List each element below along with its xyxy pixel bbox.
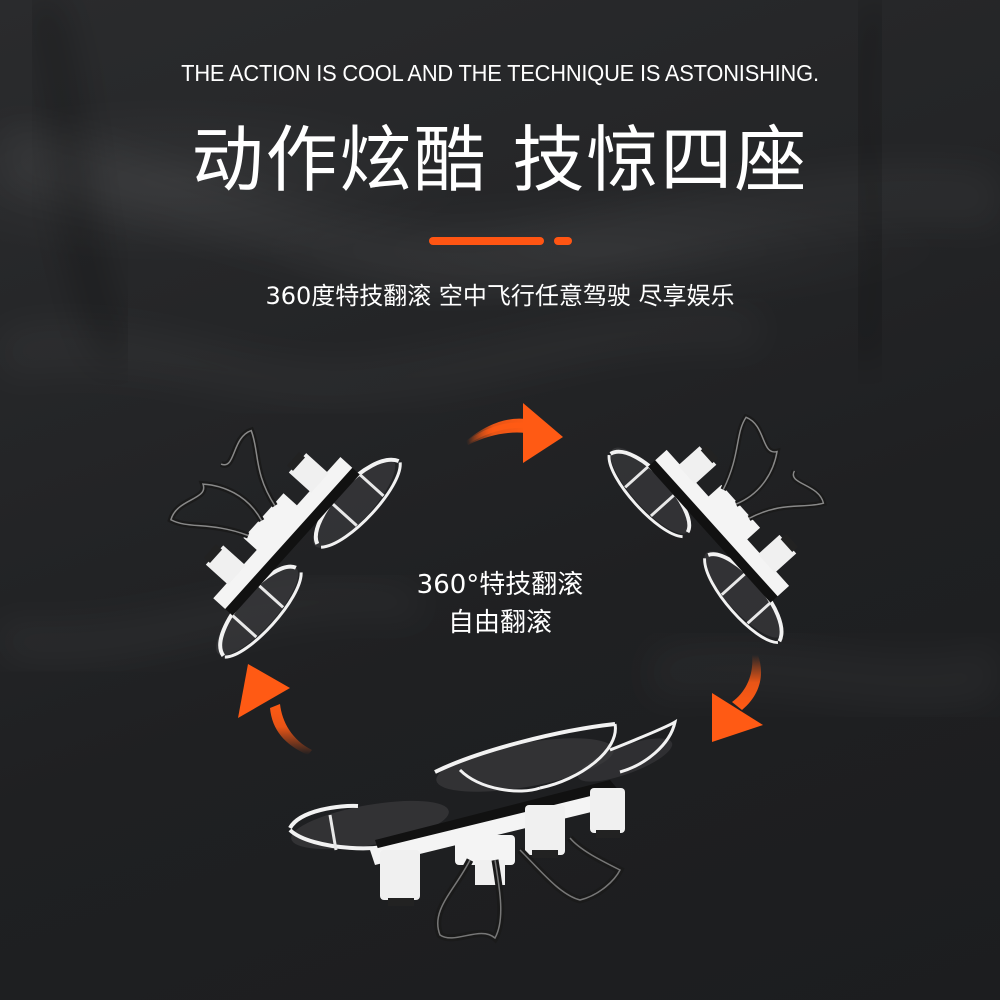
accent-divider-short	[554, 237, 572, 245]
drone-image-top-left	[167, 426, 402, 659]
page-subtitle: 360度特技翻滚 空中飞行任意驾驶 尽享娱乐	[265, 282, 735, 310]
drone-image-bottom	[288, 718, 678, 944]
center-caption-line2: 自由翻滚	[447, 608, 552, 638]
accent-divider-long	[429, 237, 544, 245]
center-caption: 360°特技翻滚 自由翻滚	[380, 566, 620, 642]
drone-image-top-right	[607, 413, 827, 645]
arrow-up-icon	[238, 664, 312, 755]
page-title: 动作炫酷 技惊四座	[191, 118, 809, 202]
arrow-down-left-icon	[712, 655, 763, 742]
arrow-right-icon	[466, 403, 563, 463]
english-tagline: THE ACTION IS COOL AND THE TECHNIQUE IS …	[181, 60, 819, 86]
center-caption-line1: 360°特技翻滚	[416, 570, 584, 600]
